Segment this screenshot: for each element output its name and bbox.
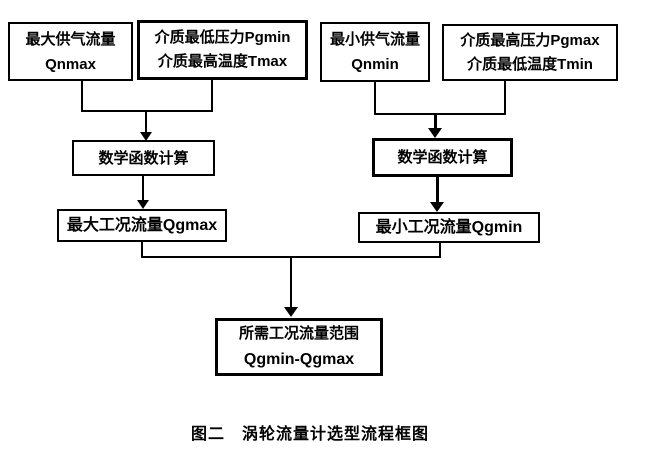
- connector-line: [439, 243, 441, 258]
- box-min-working-flow: 最小工况流量Qgmin: [358, 212, 540, 243]
- connector-line: [81, 110, 213, 112]
- box-math-calc-left-label: 数学函数计算: [98, 149, 189, 167]
- box-max-working-flow: 最大工况流量Qgmax: [57, 209, 227, 242]
- box-required-flow-range-label: 所需工况流量范围: [238, 325, 359, 342]
- box-min-pressure-max-temp: 介质最低压力Pgmin 介质最高温度Tmax: [137, 20, 308, 80]
- connector-line: [211, 80, 213, 112]
- connector-line: [436, 177, 439, 203]
- connector-line: [434, 115, 437, 129]
- box-max-pressure-min-temp: 介质最高压力Pgmax 介质最低温度Tmin: [442, 24, 618, 81]
- box-min-working-flow-label: 最小工况流量Qgmin: [375, 219, 523, 236]
- box-max-supply-flow-label: 最大供气流量: [25, 30, 116, 48]
- box-min-pressure-label: 介质最低压力Pgmin: [154, 29, 291, 46]
- box-max-temp-label: 介质最高温度Tmax: [157, 53, 288, 70]
- box-max-supply-flow-symbol: Qnmax: [45, 55, 96, 73]
- connector-line: [141, 242, 143, 258]
- connector-line: [374, 113, 506, 115]
- box-math-calc-right-label: 数学函数计算: [397, 149, 488, 166]
- arrowhead-down-icon: [428, 128, 442, 138]
- arrowhead-down-icon: [140, 132, 152, 141]
- box-min-supply-flow-label: 最小供气流量: [329, 31, 420, 48]
- box-min-supply-flow: 最小供气流量 Qnmin: [320, 22, 430, 82]
- connector-line: [81, 81, 83, 112]
- connector-line: [374, 82, 376, 115]
- box-math-calc-left: 数学函数计算: [72, 140, 215, 176]
- box-required-flow-range: 所需工况流量范围 Qgmin-Qgmax: [215, 318, 383, 376]
- figure-caption: 图二 涡轮流量计选型流程框图: [190, 426, 429, 443]
- connector-line: [142, 176, 144, 201]
- box-min-supply-flow-symbol: Qnmin: [351, 56, 399, 73]
- connector-line: [504, 80, 506, 115]
- connector-line: [141, 256, 441, 258]
- box-max-supply-flow: 最大供气流量 Qnmax: [8, 22, 133, 81]
- arrowhead-down-icon: [137, 200, 149, 209]
- box-min-temp-label: 介质最低温度Tmin: [467, 55, 593, 73]
- connector-line: [145, 112, 147, 133]
- connector-line: [290, 258, 292, 307]
- arrowhead-down-icon: [284, 307, 298, 317]
- box-required-flow-range-value: Qgmin-Qgmax: [243, 351, 355, 368]
- box-max-pressure-label: 介质最高压力Pgmax: [460, 31, 600, 49]
- arrowhead-down-icon: [430, 202, 444, 212]
- box-max-working-flow-label: 最大工况流量Qgmax: [66, 217, 218, 234]
- box-math-calc-right: 数学函数计算: [372, 138, 513, 177]
